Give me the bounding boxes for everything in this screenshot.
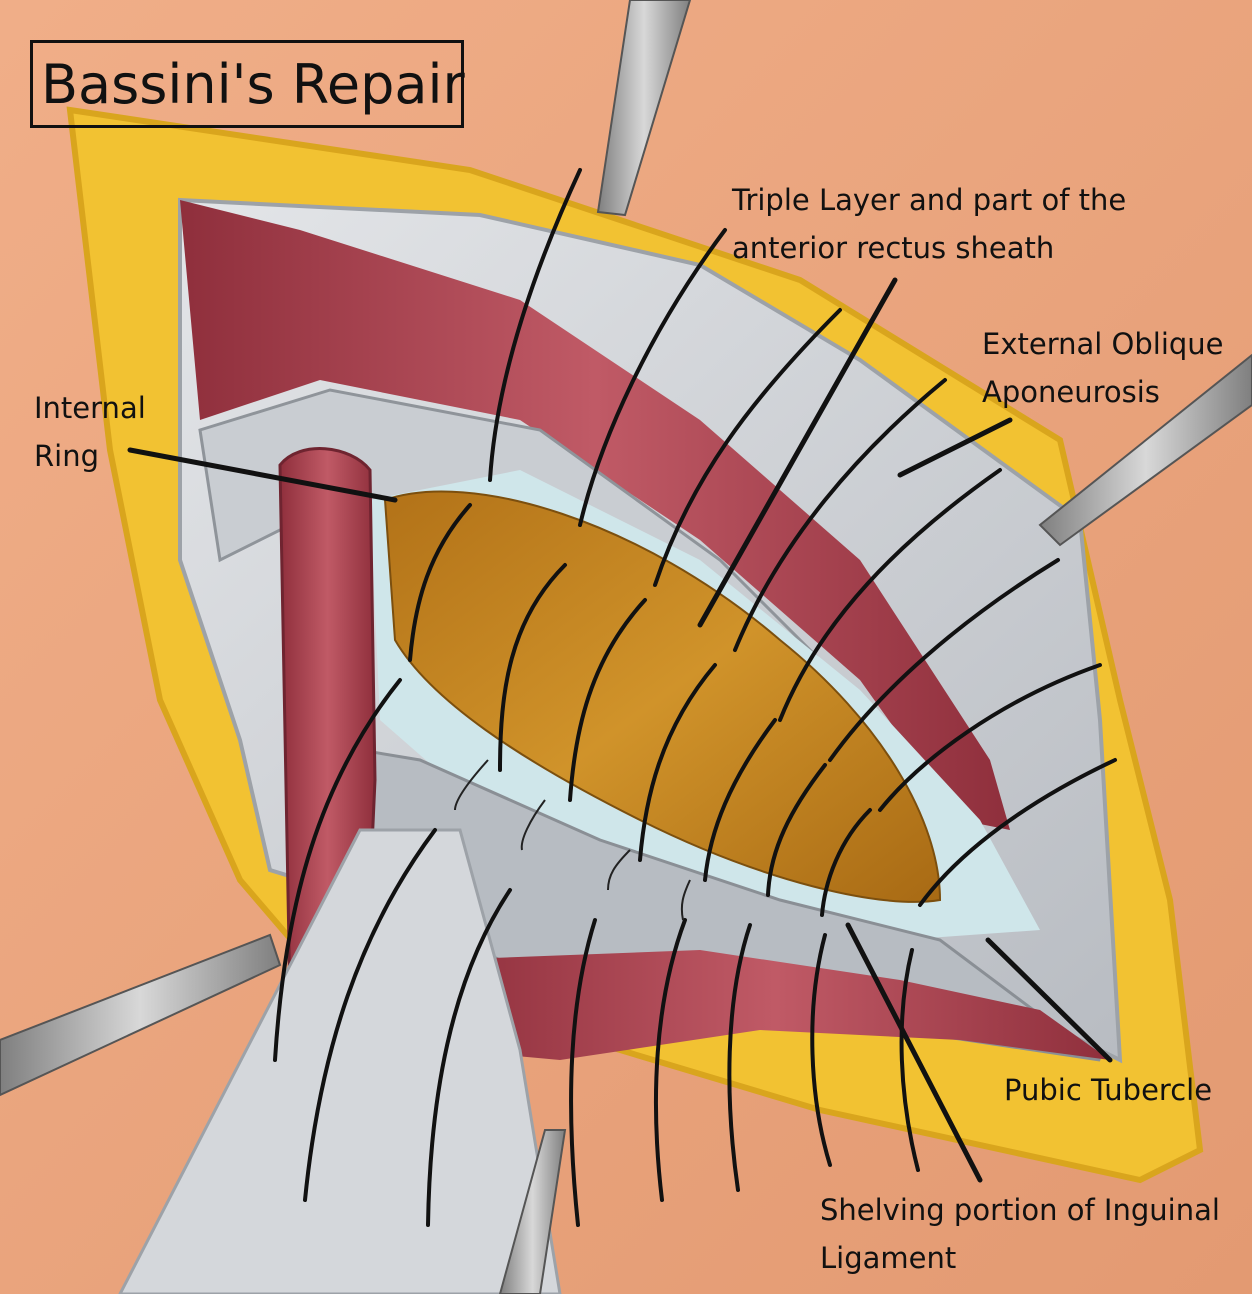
suture [727,923,752,1192]
suture [810,933,832,1167]
suture [766,763,827,897]
suture [918,758,1117,907]
retractor-bottom [498,1129,567,1294]
retracted-flap [118,828,562,1294]
label-line: Triple Layer and part of the [732,183,1127,217]
label-line: Ring [34,439,99,473]
leader-lines [127,277,1113,1183]
retractor-top [596,0,692,217]
label-line: Ligament [820,1241,957,1275]
retractor-right [1038,353,1252,547]
label-shelving: Shelving portion of Inguinal Ligament [820,1186,1220,1282]
label-internal-ring: Internal Ring [34,384,146,480]
leader-internal-ring [127,447,398,503]
leader-pubic-tubercle [985,937,1113,1063]
suture [653,918,687,1202]
lower-muscle-band [440,950,1110,1060]
suture [488,168,582,482]
label-pubic-tubercle: Pubic Tubercle [1004,1066,1212,1114]
suture [273,678,402,1062]
label-line: Pubic Tubercle [1004,1073,1213,1107]
retractor-left [0,933,282,1097]
suture [828,558,1060,762]
suture [569,918,597,1227]
diagram-title: Bassini's Repair [30,40,465,128]
suture [878,663,1102,812]
leader-triple-layer [697,277,898,628]
label-line: anterior rectus sheath [732,231,1055,265]
title-text: Bassini's Repair [41,52,465,116]
suture [778,468,1002,722]
label-line: External Oblique [982,327,1224,361]
suture [568,598,647,802]
label-external-oblique: External Oblique Aponeurosis [982,320,1224,416]
suture [638,663,717,862]
suture [498,563,567,772]
interrupted-stitches [454,759,691,921]
suture [426,888,512,1227]
label-triple-layer: Triple Layer and part of the anterior re… [732,176,1126,272]
leader-external-oblique [897,417,1013,478]
suture [578,228,727,527]
internal-oblique-muscle [180,200,1010,830]
sutures [273,168,1117,1227]
leader-shelving [845,922,983,1183]
suture [653,308,842,587]
suture [408,503,472,662]
suture [899,948,920,1172]
label-line: Internal [34,391,146,425]
label-line: Shelving portion of Inguinal [820,1193,1220,1227]
suture [303,828,437,1202]
suture [820,808,872,917]
label-line: Aponeurosis [982,375,1160,409]
suture [703,718,777,882]
suture [733,378,947,652]
